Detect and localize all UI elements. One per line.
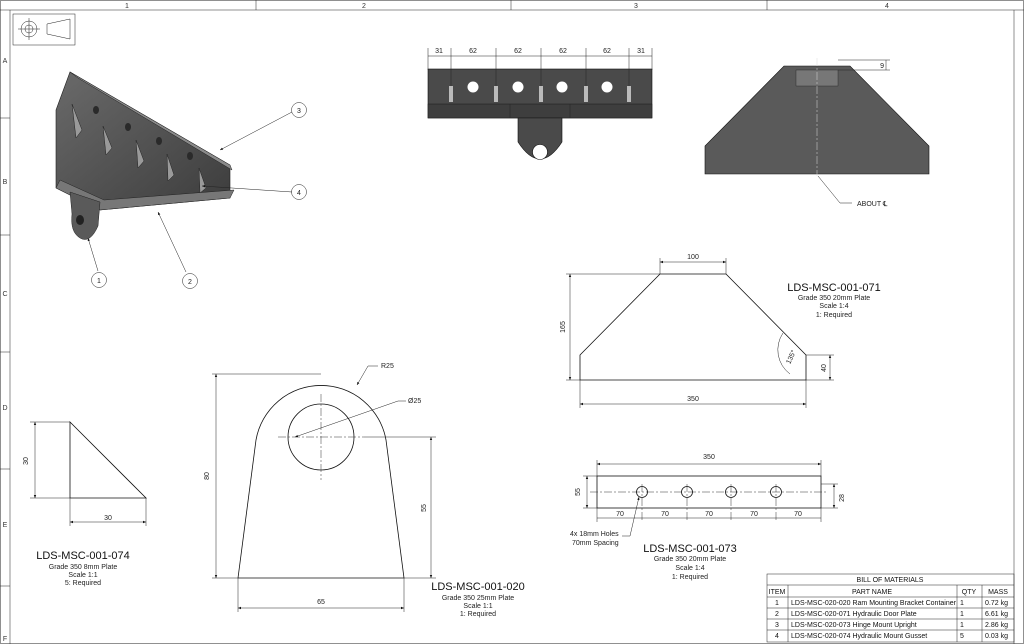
front-dim-5: 62	[603, 48, 611, 55]
bom-header-item: ITEM	[769, 589, 786, 596]
zone-row-b: B	[3, 179, 8, 186]
bom-row-2-name: LDS-MSC-020-071 Hydraulic Door Plate	[791, 611, 917, 618]
part-074-id: LDS-MSC-001-074	[36, 550, 130, 562]
bom-header-part-name: PART NAME	[852, 589, 892, 596]
part-074-scale: Scale 1:1	[68, 572, 97, 579]
part-071-dim-40: 40	[821, 364, 828, 372]
balloon-3	[291, 102, 307, 118]
part-073-hole-note-1: 4x 18mm Holes	[570, 531, 619, 538]
front-dim-2: 62	[469, 48, 477, 55]
part-073-required: 1: Required	[672, 574, 708, 581]
bom-row-4-name: LDS-MSC-020-074 Hydraulic Mount Gusset	[791, 633, 927, 640]
part-074-dim-width: 30	[104, 515, 112, 522]
part-073-dim-70c: 70	[705, 511, 713, 518]
front-dim-4: 62	[559, 48, 567, 55]
front-view-dim-lines	[427, 48, 653, 86]
bom-row-3-name: LDS-MSC-020-073 Hinge Mount Upright	[791, 622, 917, 629]
zone-col-1: 1	[125, 3, 129, 10]
part-071-id: LDS-MSC-001-071	[787, 282, 881, 294]
part-020-view	[212, 365, 436, 612]
part-020-dim-height: 80	[204, 472, 211, 480]
isometric-assembly-view	[55, 71, 235, 240]
zone-row-f: F	[3, 636, 7, 643]
bom-title: BILL OF MATERIALS	[857, 577, 924, 584]
zone-col-4: 4	[885, 3, 889, 10]
part-073-dim-length: 350	[703, 454, 715, 461]
bom-row-2-qty: 1	[960, 611, 964, 618]
part-073-material: Grade 350 20mm Plate	[654, 556, 726, 563]
part-073-hole-note-2: 70mm Spacing	[572, 540, 619, 547]
part-073-dim-28: 28	[839, 494, 846, 502]
side-dim-9: 9	[880, 63, 884, 70]
part-071-view	[566, 258, 834, 408]
part-073-dim-70d: 70	[750, 511, 758, 518]
part-020-required: 1: Required	[460, 611, 496, 618]
about-centerline-note: ABOUT ℄	[857, 201, 888, 208]
front-dim-6: 31	[637, 48, 645, 55]
part-020-dim-55: 55	[421, 504, 428, 512]
bom-row-4-qty: 5	[960, 633, 964, 640]
third-angle-projection-icon	[12, 13, 76, 46]
part-071-dim-width: 350	[687, 396, 699, 403]
balloon-3-label: 3	[297, 108, 301, 115]
bom-row-2-item: 2	[775, 611, 779, 618]
zone-col-2: 2	[362, 3, 366, 10]
bom-row-3-qty: 1	[960, 622, 964, 629]
bom-table	[766, 573, 1015, 643]
bom-row-2-mass: 6.61 kg	[985, 611, 1008, 618]
balloon-4	[291, 184, 307, 200]
part-073-dim-70e: 70	[794, 511, 802, 518]
part-071-material: Grade 350 20mm Plate	[798, 295, 870, 302]
front-dim-3: 62	[514, 48, 522, 55]
bom-row-4-mass: 0.03 kg	[985, 633, 1008, 640]
part-073-dim-70b: 70	[661, 511, 669, 518]
bom-header-mass: MASS	[988, 589, 1008, 596]
bom-row-1-qty: 1	[960, 600, 964, 607]
part-071-scale: Scale 1:4	[819, 303, 848, 310]
part-020-dim-radius: R25	[381, 363, 394, 370]
part-073-dim-height: 55	[575, 488, 582, 496]
part-073-dim-70a: 70	[616, 511, 624, 518]
part-074-material: Grade 350 8mm Plate	[49, 564, 118, 571]
balloon-2	[182, 273, 198, 289]
bom-row-4-item: 4	[775, 633, 779, 640]
bom-row-1-mass: 0.72 kg	[985, 600, 1008, 607]
part-020-id: LDS-MSC-001-020	[431, 581, 525, 593]
balloon-1-label: 1	[97, 278, 101, 285]
part-071-dim-top: 100	[687, 254, 699, 261]
part-071-required: 1: Required	[816, 312, 852, 319]
part-020-material: Grade 350 25mm Plate	[442, 595, 514, 602]
part-020-dim-hole: Ø25	[408, 398, 421, 405]
bom-row-3-item: 3	[775, 622, 779, 629]
bom-row-1-name: LDS-MSC-020-020 Ram Mounting Bracket Con…	[791, 600, 957, 607]
balloon-leaders	[87, 111, 293, 273]
part-074-required: 5: Required	[65, 580, 101, 587]
part-073-id: LDS-MSC-001-073	[643, 543, 737, 555]
part-073-scale: Scale 1:4	[675, 565, 704, 572]
part-074-dim-height: 30	[23, 457, 30, 465]
zone-row-c: C	[2, 291, 7, 298]
balloon-1	[91, 272, 107, 288]
zone-row-a: A	[3, 58, 8, 65]
part-071-dim-angle: 135°	[785, 349, 798, 366]
bom-row-3-mass: 2.86 kg	[985, 622, 1008, 629]
part-020-scale: Scale 1:1	[463, 603, 492, 610]
part-020-dim-width: 65	[317, 599, 325, 606]
bom-header-qty: QTY	[962, 589, 977, 596]
zone-col-3: 3	[634, 3, 638, 10]
balloon-4-label: 4	[297, 190, 301, 197]
part-071-dim-height: 165	[560, 321, 567, 333]
front-view	[427, 68, 653, 160]
side-view	[704, 58, 930, 204]
part-073-view	[583, 460, 838, 537]
balloon-2-label: 2	[188, 279, 192, 286]
bom-row-1-item: 1	[775, 600, 779, 607]
front-dim-1: 31	[435, 48, 443, 55]
zone-row-e: E	[3, 522, 8, 529]
part-074-view	[30, 421, 147, 526]
zone-row-d: D	[2, 405, 7, 412]
